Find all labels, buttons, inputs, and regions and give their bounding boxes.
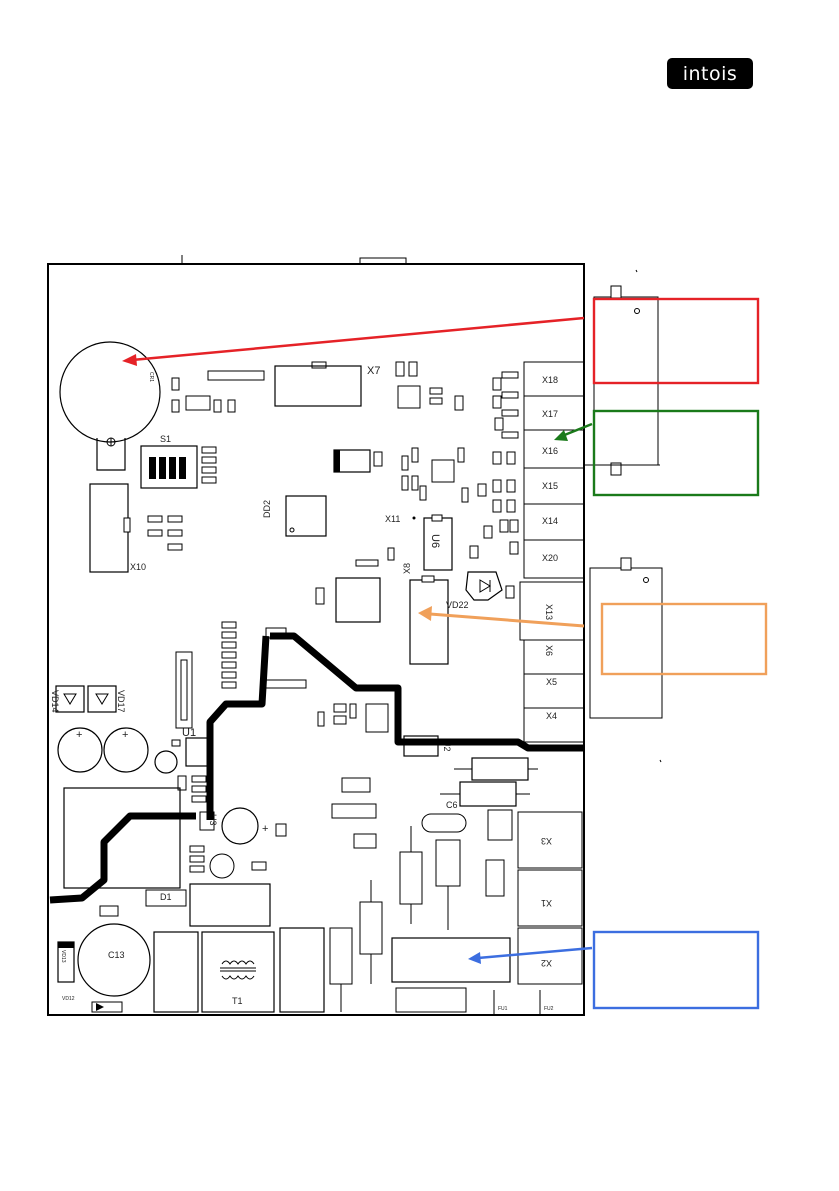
label-u2: U2 xyxy=(442,740,452,752)
bracket-top xyxy=(593,296,659,466)
arrow-red xyxy=(131,316,585,362)
svg-text:+: + xyxy=(122,729,128,741)
label-u6: U6 xyxy=(429,534,441,548)
svg-text:+: + xyxy=(76,729,82,741)
label-fu2: FU2 xyxy=(544,1006,554,1012)
callout-orange-box xyxy=(600,602,768,676)
isolation-trace-3 xyxy=(49,812,196,904)
label-vd22: VD22 xyxy=(446,600,469,610)
label-dd2: DD2 xyxy=(262,500,272,518)
isolation-trace-1 xyxy=(270,632,584,752)
svg-text:+: + xyxy=(262,823,268,835)
label-x17: X17 xyxy=(542,409,558,419)
arrow-orange xyxy=(429,612,585,628)
capacitor-right xyxy=(103,727,149,773)
label-x16: X16 xyxy=(542,446,558,456)
bracket-mid xyxy=(589,567,663,719)
isolation-trace-2 xyxy=(206,635,270,820)
pcb-outline xyxy=(47,263,585,1016)
callout-red-box xyxy=(592,297,760,385)
callout-green-box xyxy=(592,409,760,497)
label-cr1: CR1 xyxy=(148,372,154,382)
label-x14: X14 xyxy=(542,516,558,526)
label-x11: X11 xyxy=(385,514,400,524)
label-x5: X5 xyxy=(546,677,557,687)
label-x7: X7 xyxy=(367,365,380,377)
intois-logo: intois xyxy=(667,58,753,89)
label-x20: X20 xyxy=(542,553,558,563)
label-x2: X2 xyxy=(541,958,552,968)
chip-u2 xyxy=(403,735,439,757)
capacitor-c13 xyxy=(77,923,151,997)
capacitor-left xyxy=(57,727,103,773)
label-x18: X18 xyxy=(542,375,558,385)
label-u1: U1 xyxy=(182,727,196,739)
arrow-blue xyxy=(477,946,593,960)
label-x4: X4 xyxy=(546,711,557,721)
connector-x10 xyxy=(89,483,129,573)
label-c13: C13 xyxy=(108,950,125,960)
label-vd12: VD12 xyxy=(62,996,75,1002)
label-x15: X15 xyxy=(542,481,558,491)
diode-vd14 xyxy=(55,685,85,713)
label-c6: C6 xyxy=(446,800,458,810)
label-x1: X1 xyxy=(541,898,552,908)
terminal-block-column xyxy=(517,361,585,985)
label-fu1: FU1 xyxy=(498,1006,508,1012)
label-vd14: VD14 xyxy=(50,690,60,713)
label-vd17: VD17 xyxy=(116,690,126,713)
chip-dd2 xyxy=(285,495,327,537)
arrow-green xyxy=(561,422,593,438)
connector-x8 xyxy=(409,579,449,665)
diode-vd22 xyxy=(465,571,503,601)
chip-u3 xyxy=(335,577,381,623)
label-x6: X6 xyxy=(544,645,554,656)
label-vd13: VD13 xyxy=(60,950,66,963)
label-t1: T1 xyxy=(232,996,243,1006)
label-x8: X8 xyxy=(402,563,412,574)
label-x13: X13 xyxy=(544,604,554,620)
connector-x7 xyxy=(274,365,362,407)
label-s1: S1 xyxy=(160,434,171,444)
regulator-u1 xyxy=(185,737,209,767)
diode-vd17 xyxy=(87,685,117,713)
label-x3: X3 xyxy=(541,836,552,846)
dip-switch-s1 xyxy=(140,445,198,489)
battery-cr1 xyxy=(59,341,161,443)
callout-blue-box xyxy=(592,930,760,1010)
transformer-t1 xyxy=(201,931,275,1013)
label-d1: D1 xyxy=(160,892,172,902)
label-x10: X10 xyxy=(130,562,146,572)
